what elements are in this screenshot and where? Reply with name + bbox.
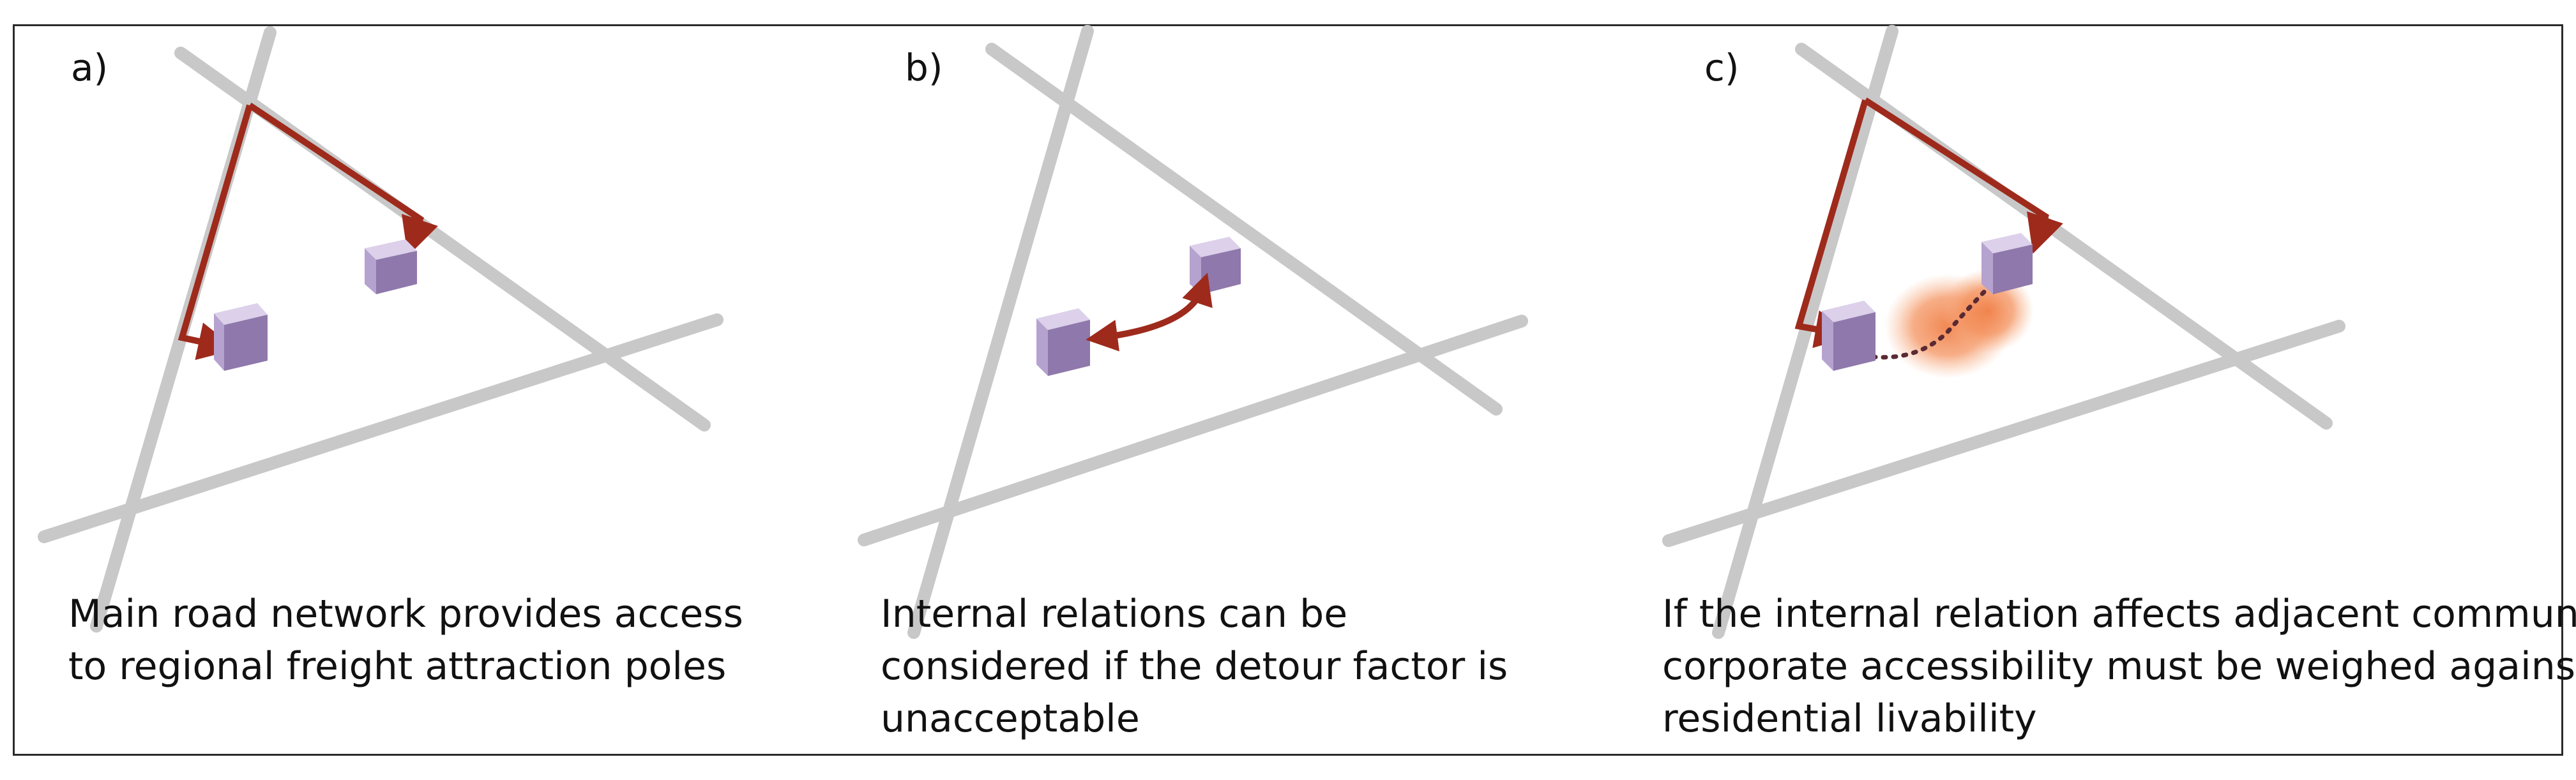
panel-a-caption-line-1: Main road network provides access (68, 592, 743, 636)
route-arrow-right (1863, 97, 2063, 254)
internal-relation-arrow (1086, 273, 1213, 352)
road-network (858, 25, 1528, 639)
panel-c-caption-line-1: If the internal relation affects adjacen… (1662, 592, 2576, 636)
route-arrow-left (178, 104, 253, 361)
panel-a-diagram (38, 26, 724, 633)
internal-building-1 (1036, 308, 1090, 376)
internal-building-2 (1190, 237, 1241, 294)
road-left-vertical (1712, 25, 1898, 639)
panel-c-caption: If the internal relation affects adjacen… (1662, 588, 2576, 745)
freight-pole-building-1 (214, 303, 268, 371)
road-network (1662, 25, 2345, 639)
road-bottom (858, 315, 1528, 546)
panel-b-caption-line-3: unacceptable (881, 696, 1140, 741)
road-diagonal (985, 43, 1503, 416)
internal-relation-dotted (1870, 279, 1997, 360)
panel-c: c) If the internal relation affects adja… (1649, 25, 2576, 754)
panel-b-caption: Internal relations can be considered if … (881, 588, 1508, 745)
panel-c-diagram (1662, 25, 2345, 639)
road-bottom (1662, 320, 2345, 547)
panel-a-letter: a) (71, 46, 109, 89)
panel-b-caption-line-1: Internal relations can be (881, 592, 1348, 636)
freight-pole-building-2 (365, 239, 417, 294)
corporate-building-2 (1981, 233, 2033, 294)
route-arrow-left (1794, 99, 1868, 349)
corporate-building-1 (1822, 301, 1875, 371)
road-diagonal (1795, 43, 2333, 430)
panel-b: b) Internal relations can be considered … (845, 25, 1649, 754)
road-left-vertical (907, 25, 1094, 639)
route-arrow-right (248, 102, 438, 257)
panel-b-diagram (858, 25, 1528, 639)
panel-a: a) Main road network provides access to … (15, 26, 845, 754)
panel-c-letter: c) (1704, 46, 1739, 89)
figure-frame: a) Main road network provides access to … (13, 24, 2576, 756)
panel-c-caption-line-2: corporate accessibility must be weighed … (1662, 644, 2576, 689)
panel-c-caption-line-3: residential livability (1662, 696, 2037, 741)
panel-b-letter: b) (905, 46, 943, 89)
panel-b-caption-line-2: considered if the detour factor is (881, 644, 1508, 689)
panel-a-caption-line-2: to regional freight attraction poles (68, 644, 727, 689)
panel-a-caption: Main road network provides access to reg… (68, 588, 743, 693)
road-network (38, 26, 724, 633)
road-bottom (38, 313, 724, 543)
